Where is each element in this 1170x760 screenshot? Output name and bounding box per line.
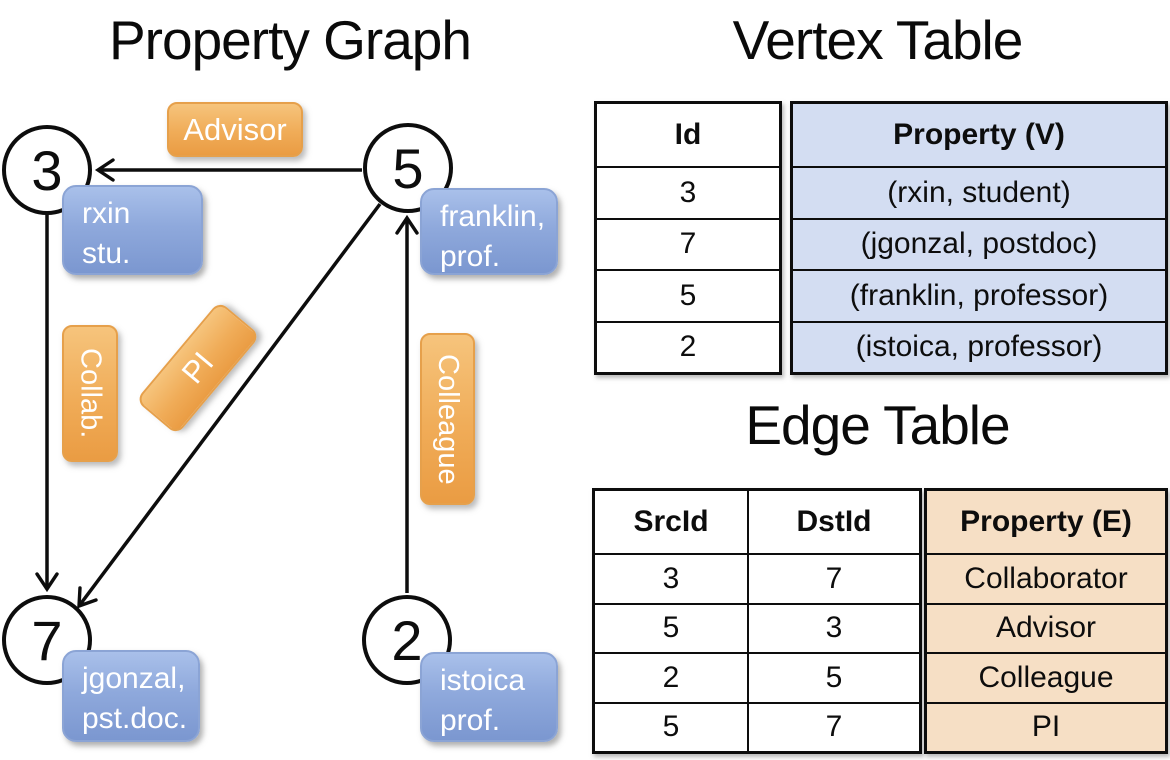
edge-table-src-cell: 2 [595,652,747,702]
property-graph-title: Property Graph [108,9,472,71]
edge-table-property-column: Property (E) Collaborator Advisor Collea… [924,488,1168,754]
vertex-label-2: istoica prof. [420,652,558,742]
vertex-table-header-id: Id [674,118,702,151]
vertex-table-id-cell: 5 [597,269,779,321]
vertex-label-7: jgonzal, pst.doc. [62,650,200,742]
vertex-table-title: Vertex Table [732,9,1024,71]
edge-table-header-property: Property (E) [960,505,1132,538]
vertex-circle-5: 5 [363,123,453,213]
edge-table-dst-cell: 7 [747,553,919,603]
edge-table-title: Edge Table [745,394,1010,456]
vertex-circle-2: 2 [362,595,452,685]
edge-table-property-cell: Colleague [927,652,1165,702]
edge-table-src-cell: 3 [595,553,747,603]
edge-table-property-cell: PI [927,701,1165,752]
vertex-label-3-line2: stu. [82,237,131,270]
edge-table-dst-cell: 3 [747,602,919,652]
edge-table-header-srcid: SrcId [633,505,709,538]
edge-table-header-dstid: DstId [747,491,919,553]
vertex-label-7-line2: pst.doc. [82,702,188,735]
edge-label-collab: Collab. [62,325,118,462]
edge-table-dst-cell: 7 [747,701,919,751]
vertex-label-5: franklin, prof. [420,188,558,275]
vertex-label-2-line2: prof. [440,704,501,737]
vertex-label-3: rxin stu. [62,185,203,275]
vertex-table-property-cell: (rxin, student) [793,166,1165,218]
edge-arrow-5-to-7 [77,202,382,609]
edge-label-colleague: Colleague [420,333,475,505]
edge-table-src-cell: 5 [595,701,747,752]
edge-label-advisor: Advisor [167,102,303,157]
edge-table-property-cell: Collaborator [927,553,1165,603]
edge-table-property-cell: Advisor [927,602,1165,653]
graph-edges-layer [35,158,419,609]
vertex-id-7: 7 [31,608,63,672]
vertex-label-7-line1: jgonzal, [82,662,186,695]
vertex-table-id-cell: 3 [597,166,779,218]
vertex-label-5-line2: prof. [440,240,501,273]
edge-table-dst-cell: 5 [747,652,919,702]
vertex-label-2-line1: istoica [440,664,526,697]
vertex-label-5-line1: franklin, [440,200,546,233]
vertex-table-id-cell: 7 [597,217,779,270]
vertex-table-property-cell: (istoica, professor) [793,320,1165,373]
vertex-table-id-column: Id 3 7 5 2 [594,101,782,375]
vertex-id-2: 2 [391,608,423,672]
edge-table-src-cell: 5 [595,602,747,653]
vertex-table-property-cell: (franklin, professor) [793,269,1165,321]
vertex-id-3: 3 [31,138,63,202]
edge-table-src-dst-columns: SrcId DstId 3 7 5 3 2 5 5 7 [592,488,922,754]
vertex-table-property-column: Property (V) (rxin, student) (jgonzal, p… [790,101,1168,375]
vertex-label-3-line1: rxin [82,197,131,230]
vertex-table-header-property: Property (V) [893,118,1065,151]
vertex-id-5: 5 [392,136,424,200]
vertex-table-id-cell: 2 [597,320,779,373]
vertex-table-property-cell: (jgonzal, postdoc) [793,217,1165,270]
